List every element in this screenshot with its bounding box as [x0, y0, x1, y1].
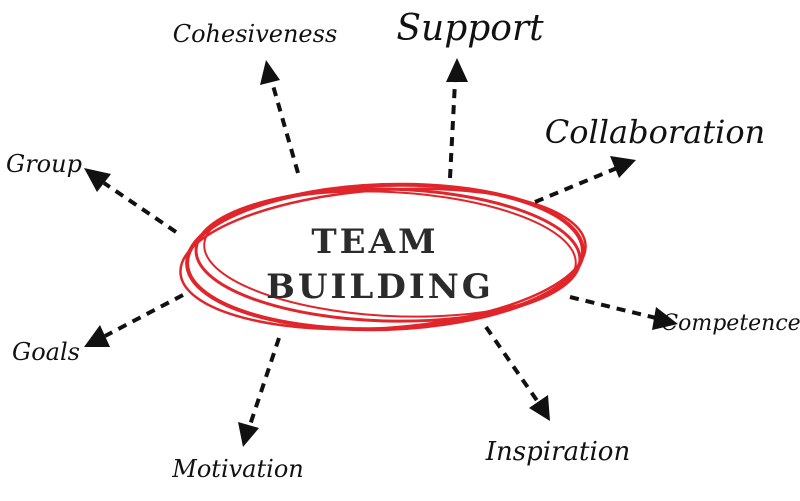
label-cohesiveness: Cohesiveness	[173, 20, 338, 48]
label-collaboration: Collaboration	[545, 113, 765, 151]
inspiration-arrow-head	[529, 395, 550, 421]
branch-group: Group	[6, 150, 178, 234]
motivation-arrow-shaft	[248, 337, 281, 426]
branch-goals: Goals	[12, 293, 184, 366]
support-arrow-shaft	[448, 81, 457, 179]
label-goals: Goals	[12, 338, 80, 366]
group-arrow-shaft	[102, 181, 178, 234]
cohesiveness-arrow-shaft	[270, 81, 300, 174]
support-arrow-head	[446, 58, 468, 82]
collaboration-arrow-shaft	[534, 166, 618, 204]
branch-support: Support	[396, 8, 544, 179]
label-motivation: Motivation	[171, 455, 303, 483]
motivation-arrow-head	[238, 422, 259, 447]
goals-arrow-head	[84, 325, 110, 347]
collaboration-arrow-head	[610, 156, 636, 178]
branch-competence: Competence	[569, 295, 800, 336]
group-arrow-head	[84, 168, 111, 192]
competence-arrow-shaft	[569, 295, 657, 320]
center-title-line2: BUILDING	[266, 267, 494, 307]
center-ring	[179, 182, 587, 332]
branch-inspiration: Inspiration	[484, 325, 630, 467]
label-support: Support	[396, 8, 544, 49]
label-inspiration: Inspiration	[485, 437, 630, 467]
cohesiveness-arrow-head	[260, 60, 280, 85]
competence-arrow-head	[652, 307, 678, 330]
branch-cohesiveness: Cohesiveness	[173, 20, 338, 174]
label-group: Group	[6, 150, 82, 178]
branch-collaboration: Collaboration	[534, 113, 765, 204]
label-competence: Competence	[661, 311, 800, 336]
goals-arrow-shaft	[104, 293, 184, 338]
branch-motivation: Motivation	[171, 337, 304, 483]
inspiration-arrow-shaft	[484, 325, 540, 404]
center-title-line1: TEAM	[311, 222, 438, 262]
